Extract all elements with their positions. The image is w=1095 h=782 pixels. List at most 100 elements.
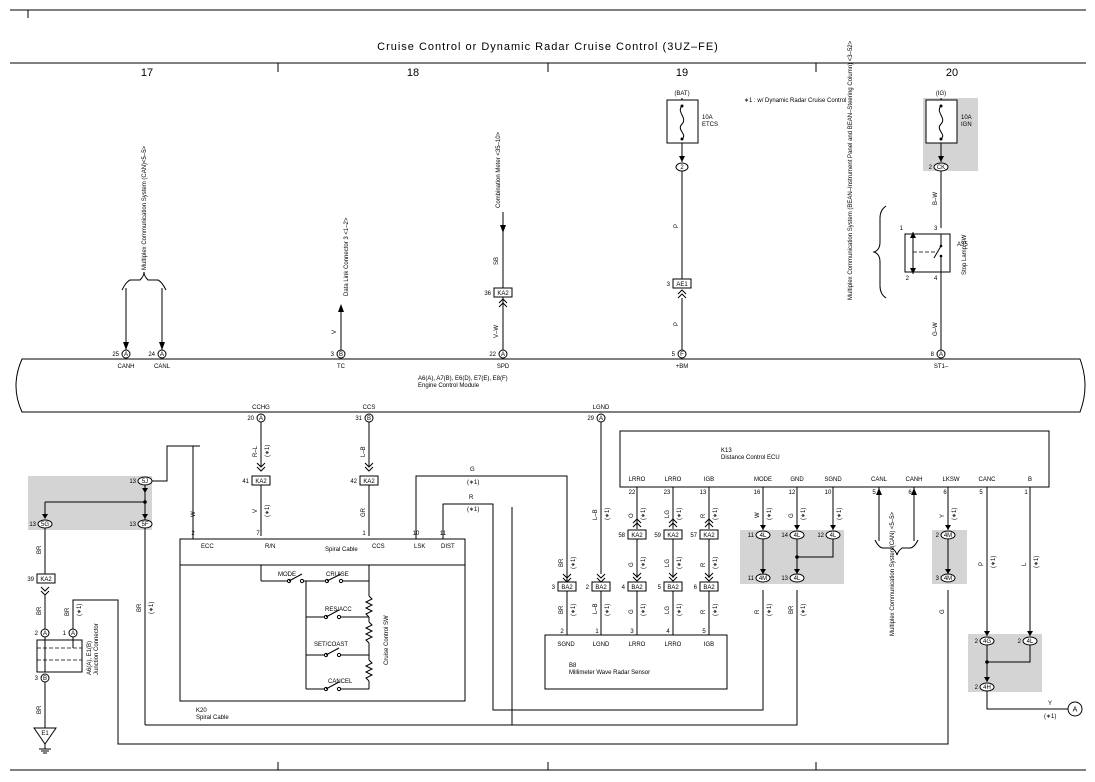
svg-text:(∗1): (∗1) [641, 508, 647, 520]
svg-text:Y: Y [940, 514, 946, 518]
svg-text:2: 2 [560, 629, 564, 635]
svg-text:E1: E1 [41, 731, 49, 737]
ecm-name: Engine Control Module [418, 383, 480, 389]
svg-text:BA2: BA2 [595, 585, 607, 591]
svg-text:KA2: KA2 [255, 479, 267, 485]
svg-text:4: 4 [934, 276, 938, 282]
svg-text:SET/COAST: SET/COAST [314, 642, 348, 648]
bracket [872, 205, 887, 299]
svg-text:(IG): (IG) [936, 91, 946, 97]
combination-meter-ref: Combination Meter <35–10> [496, 131, 502, 208]
svg-text:LG: LG [665, 559, 671, 567]
svg-text:10A: 10A [961, 115, 972, 121]
diagram-title: Cruise Control or Dynamic Radar Cruise C… [377, 41, 719, 53]
svg-text:2: 2 [906, 276, 910, 282]
section-number: 17 [141, 67, 153, 79]
ecm-pin-cchg: CCHG A 20 KA2 41 R–L (∗1) V (∗1) [242, 405, 271, 536]
dlc3-ref: Data Link Connector 3 <1–2> [344, 217, 350, 296]
svg-text:(∗1): (∗1) [265, 505, 271, 517]
svg-text:58: 58 [618, 533, 625, 539]
svg-text:IGN: IGN [961, 122, 972, 128]
pin-number: 39 [27, 577, 34, 583]
svg-text:2: 2 [35, 631, 39, 637]
cruise-control-switch: MODE CRUISE RES/ACC SET/COAST CANCEL Cru… [260, 565, 390, 692]
svg-text:G: G [789, 513, 795, 518]
section-number: 20 [946, 67, 958, 79]
svg-text:CANC: CANC [978, 477, 996, 483]
svg-text:Y: Y [1048, 701, 1052, 707]
svg-text:(∗1): (∗1) [801, 604, 807, 616]
pin-label: CCS [372, 544, 385, 550]
svg-text:22: 22 [629, 490, 636, 496]
svg-text:11: 11 [748, 533, 755, 539]
svg-text:R: R [755, 609, 761, 614]
svg-text:(∗1): (∗1) [952, 508, 958, 520]
radar-code: B8 [569, 663, 577, 669]
svg-text:BR: BR [559, 605, 565, 614]
spiral-cable-box [179, 538, 466, 702]
svg-text:(∗1): (∗1) [1044, 714, 1056, 720]
svg-text:A: A [43, 631, 47, 637]
svg-text:P: P [674, 322, 680, 326]
ecm-pin-ccs: CCS B 31 KA2 42 L–B GR [350, 405, 379, 536]
svg-text:4: 4 [666, 629, 670, 635]
svg-text:13: 13 [129, 479, 136, 485]
svg-text:2: 2 [1018, 639, 1022, 645]
svg-text:LG: LG [665, 606, 671, 614]
svg-text:LG: LG [665, 510, 671, 518]
svg-text:2: 2 [975, 685, 979, 691]
pin-number: 1 [362, 531, 366, 537]
svg-text:22: 22 [489, 352, 496, 358]
radar-wires: KA2 58 BA2 4 O (∗1) G (∗1) G (∗1) KA2 59… [552, 487, 719, 635]
svg-text:59: 59 [654, 533, 661, 539]
wire-color: BR [37, 606, 43, 615]
svg-text:L–B: L–B [361, 446, 367, 457]
svg-text:BR: BR [789, 605, 795, 614]
svg-text:B: B [367, 416, 371, 422]
svg-text:10A: 10A [702, 115, 713, 121]
svg-text:B: B [1028, 477, 1032, 483]
svg-text:(∗1): (∗1) [677, 604, 683, 616]
svg-text:KA2: KA2 [497, 291, 509, 297]
svg-text:(∗1): (∗1) [571, 604, 577, 616]
lksw-wire: 4M 2 4M 3 Y (∗1) G [936, 487, 958, 614]
svg-text:P: P [674, 224, 680, 228]
canc-b-wires: P (∗1) 4G 2 L (∗1) 4L 2 4H 2 Y (∗1) [975, 487, 1068, 720]
wire-color: W [191, 511, 197, 517]
svg-text:MODE: MODE [754, 477, 772, 483]
svg-text:A: A [501, 352, 505, 358]
svg-text:B–W: B–W [933, 192, 939, 205]
svg-text:2: 2 [680, 165, 684, 171]
wire-note: (∗1) [467, 507, 479, 513]
svg-text:A6(A), E1(B): A6(A), E1(B) [87, 641, 93, 675]
svg-text:W: W [755, 512, 761, 518]
svg-text:CANL: CANL [154, 364, 171, 370]
svg-text:BA2: BA2 [667, 585, 679, 591]
ecm-pin-lgnd: LGND A 29 L–B (∗1) [587, 405, 611, 574]
svg-text:R: R [701, 609, 707, 614]
svg-text:1: 1 [63, 631, 67, 637]
svg-text:4M: 4M [944, 576, 952, 582]
svg-text:TC: TC [337, 364, 346, 370]
svg-text:CCS: CCS [363, 405, 376, 411]
svg-text:(∗1): (∗1) [641, 604, 647, 616]
svg-text:5: 5 [979, 490, 983, 496]
svg-text:SGND: SGND [824, 477, 842, 483]
svg-text:(∗1): (∗1) [991, 556, 997, 568]
svg-text:2: 2 [586, 585, 590, 591]
svg-text:13: 13 [700, 490, 707, 496]
svg-text:LRRO: LRRO [629, 642, 646, 648]
svg-text:LRRO: LRRO [665, 642, 682, 648]
svg-text:GR: GR [361, 507, 367, 517]
svg-text:V: V [332, 330, 338, 334]
svg-text:LGND: LGND [593, 405, 610, 411]
ecm-connectors: A6(A), A7(B), E6(D), E7(E), E8(F) [418, 376, 508, 382]
svg-text:A: A [939, 352, 943, 358]
svg-text:CRUISE: CRUISE [326, 572, 349, 578]
svg-text:(∗1): (∗1) [837, 508, 843, 520]
svg-text:57: 57 [690, 533, 697, 539]
svg-text:+BM: +BM [676, 364, 689, 370]
svg-text:4L: 4L [794, 533, 801, 539]
off-page-connector-a: A [1067, 701, 1083, 717]
svg-text:(∗1): (∗1) [265, 445, 271, 457]
